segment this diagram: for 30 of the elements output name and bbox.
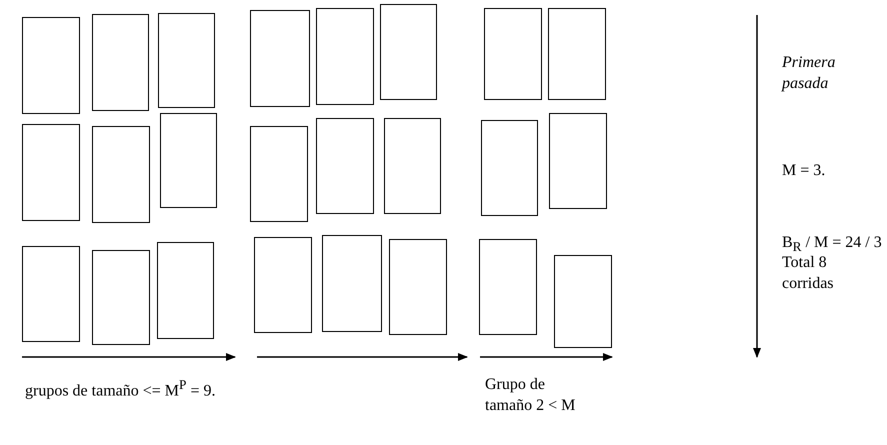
note-text: Primera pasada — [782, 53, 836, 94]
record-block — [250, 10, 310, 107]
record-block — [157, 242, 214, 339]
record-block — [389, 239, 447, 335]
record-block — [479, 239, 537, 335]
record-block — [316, 8, 374, 105]
note-text: Total 8 corridas — [782, 253, 835, 294]
record-block — [22, 246, 80, 342]
note-text: Grupo de tamaño 2 < M — [485, 375, 576, 416]
record-block — [316, 118, 374, 214]
record-block — [481, 120, 538, 216]
record-block — [92, 126, 150, 223]
record-block — [22, 124, 80, 221]
record-block — [549, 113, 607, 209]
note-text: B$_{R}$ / M = 24 / 3 — [782, 233, 883, 256]
record-block — [92, 14, 149, 111]
record-block — [554, 255, 612, 348]
record-block — [384, 118, 441, 214]
record-block — [254, 237, 312, 333]
record-block — [548, 8, 606, 100]
record-block — [158, 13, 215, 108]
record-block — [250, 126, 308, 222]
record-block — [22, 17, 80, 114]
record-block — [160, 113, 217, 208]
record-block — [322, 235, 382, 332]
record-block — [380, 4, 437, 100]
record-block — [92, 250, 150, 345]
record-block — [484, 8, 542, 100]
note-text: grupos de tamaño <= M$^{P}$ = 9. — [25, 376, 216, 402]
note-text: M = 3. — [782, 161, 826, 181]
